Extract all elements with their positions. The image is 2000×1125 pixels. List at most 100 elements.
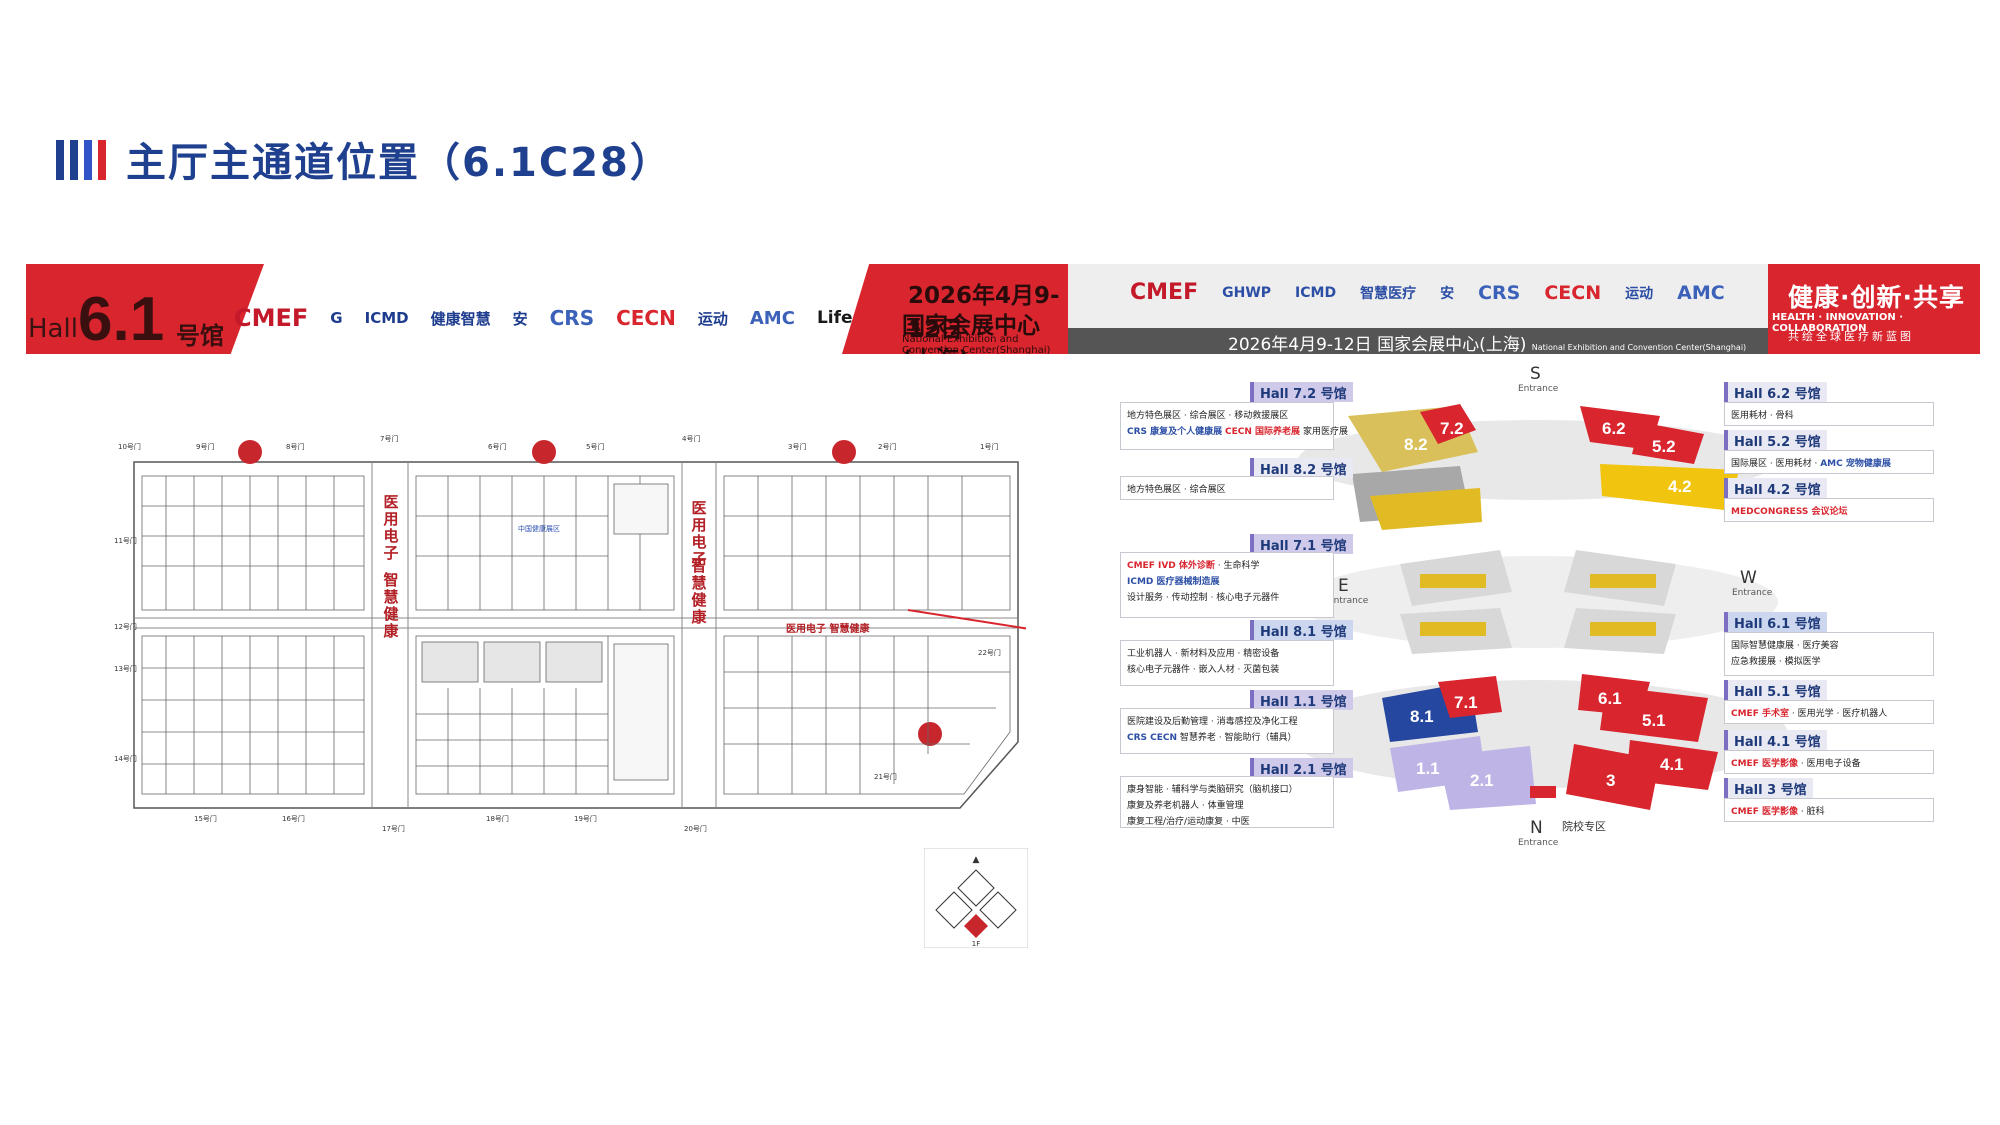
gate-label: 2号门 bbox=[878, 443, 897, 451]
hall-label-7-2: Hall 7.2 号馆 bbox=[1250, 382, 1353, 402]
compass-south: S bbox=[1530, 364, 1541, 384]
hall-box-5-2: 国际展区 · 医用耗材 · AMC 宠物健康展 bbox=[1724, 450, 1934, 474]
gate-label: 19号门 bbox=[574, 815, 597, 823]
smart-health-logo: 健康智慧 bbox=[430, 309, 491, 328]
aisle-label-mid-2: 智慧健康 bbox=[690, 558, 708, 626]
hall-outline bbox=[133, 461, 1019, 809]
hall-label-2-1: Hall 2.1 号馆 bbox=[1250, 758, 1353, 778]
exhibition-logos: CMEF G ICMD 健康智慧 安 CRS CECN 运动 AMC Lifes… bbox=[234, 304, 899, 332]
hall-item: MEDCONGRESS 会议论坛 bbox=[1731, 507, 1848, 517]
compass-entrance: Entrance bbox=[1328, 596, 1369, 606]
compass-entrance: Entrance bbox=[1518, 838, 1559, 848]
gate-label: 15号门 bbox=[194, 815, 217, 823]
venue-map-svg: 8.2 7.2 6.2 5.2 4.2 8.1 7.1 6.1 5.1 1.1 … bbox=[1288, 404, 1788, 810]
hall-box-5-1: CMEF 手术室 · 医用光学 · 医疗机器人 bbox=[1724, 700, 1934, 724]
hall-item: 综合展区 bbox=[1189, 485, 1226, 495]
aisle-label-left-text: 医用电子 bbox=[383, 493, 399, 562]
hall-item: 消毒感控及净化工程 bbox=[1216, 717, 1298, 727]
title-bar bbox=[56, 140, 64, 180]
gate-label: 10号门 bbox=[118, 443, 141, 451]
hall-item: CMEF IVD 体外诊断 bbox=[1127, 561, 1215, 571]
hall-item: CECN 国际养老展 bbox=[1225, 427, 1301, 437]
hall-item: CMEF 手术室 bbox=[1731, 709, 1789, 719]
banner-dark-strip bbox=[1068, 328, 1768, 354]
hall-number-label: 7.2 bbox=[1440, 419, 1464, 438]
hall-number-label: 2.1 bbox=[1470, 771, 1494, 790]
hall-item: 智能助行（辅具） bbox=[1224, 733, 1297, 743]
hall-item: AMC 宠物健康展 bbox=[1820, 459, 1891, 469]
booth-grid-right-top bbox=[723, 475, 1011, 611]
gate-label: 4号门 bbox=[682, 435, 701, 443]
banner-red-block bbox=[26, 264, 264, 354]
compass-north: N bbox=[1530, 818, 1543, 838]
hall-item: 医院建设及后勤管理 bbox=[1127, 717, 1209, 727]
gate-label: 6号门 bbox=[488, 443, 507, 451]
compass-caption: 1F bbox=[972, 940, 980, 948]
hall-item: 地方特色展区 bbox=[1127, 411, 1182, 421]
booth-grid-left-top bbox=[141, 475, 365, 611]
booth-grid-center-top bbox=[415, 475, 675, 611]
gate-label: 7号门 bbox=[380, 435, 399, 443]
hall-item: 嵌入人材 bbox=[1198, 665, 1235, 675]
hall-number-label: 5.1 bbox=[1642, 711, 1666, 730]
hall-item: CRS 康复及个人健康展 bbox=[1127, 427, 1223, 437]
ghwp-logo: GHWP bbox=[1222, 284, 1272, 301]
hall-suffix: 号馆 bbox=[176, 322, 224, 350]
banner-date-line: 2026年4月9-12日 国家会展中心(上海) National Exhibit… bbox=[1228, 330, 1746, 354]
middle-complex bbox=[1298, 550, 1778, 654]
sport-logo: 运动 bbox=[697, 309, 728, 328]
floor-plan-svg bbox=[133, 440, 1639, 809]
cmef-logo: CMEF bbox=[1130, 280, 1199, 305]
entrance-marker bbox=[238, 440, 262, 464]
campus-zone-label: 院校专区 bbox=[1562, 820, 1606, 833]
hall-label-5-1: Hall 5.1 号馆 bbox=[1724, 680, 1827, 700]
compass-west: W bbox=[1740, 568, 1757, 588]
banner-date: 2026年4月9-12日 bbox=[1228, 335, 1372, 354]
svg-text:▲: ▲ bbox=[973, 855, 980, 865]
crs-logo: CRS bbox=[1478, 281, 1521, 304]
hall-item: 移动救援展区 bbox=[1234, 411, 1289, 421]
hall-number-label: 3 bbox=[1606, 771, 1615, 790]
cecn-logo: CECN bbox=[616, 306, 676, 330]
hall-item: 新材料及应用 bbox=[1180, 649, 1235, 659]
exhibition-banner: CMEF GHWP ICMD 智慧医疗 安 CRS CECN 运动 AMC 20… bbox=[1068, 264, 1980, 354]
hall-box-4-2: MEDCONGRESS 会议论坛 bbox=[1724, 498, 1934, 522]
title-bars-icon bbox=[56, 140, 106, 180]
main-aisle-label: 医用电子 智慧健康 bbox=[786, 624, 870, 635]
amc-logo: AMC bbox=[749, 307, 795, 329]
hall-label-5-2: Hall 5.2 号馆 bbox=[1724, 430, 1827, 450]
hall-label-6-1: Hall 6.1 号馆 bbox=[1724, 612, 1827, 632]
hall-number-label: 4.1 bbox=[1660, 755, 1684, 774]
amc-logo: AMC bbox=[1677, 281, 1725, 304]
gate-label: 21号门 bbox=[874, 773, 897, 781]
rescue-logo: 安 bbox=[1440, 285, 1455, 302]
gate-label: 13号门 bbox=[114, 665, 137, 673]
slogan-cn: 共绘全球医疗新蓝图 bbox=[1788, 330, 1914, 343]
title-text: 主厅主通道位置 bbox=[126, 140, 420, 186]
hall-box-8-2: 地方特色展区 · 综合展区 bbox=[1120, 476, 1334, 500]
hall-item: CMEF 医学影像 bbox=[1731, 807, 1798, 817]
compass-east: E bbox=[1338, 576, 1349, 596]
gate-label: 14号门 bbox=[114, 755, 137, 763]
slogan-block bbox=[1768, 264, 1980, 354]
hall-item: 脏科 bbox=[1806, 807, 1825, 817]
slogan-en: HEALTH · INNOVATION · COLLABORATION bbox=[1772, 312, 1904, 334]
hall-numbers: 8.2 7.2 6.2 5.2 4.2 8.1 7.1 6.1 5.1 1.1 … bbox=[1404, 419, 1692, 790]
hall-item: 国际展区 bbox=[1731, 459, 1768, 469]
gate-label: 1号门 bbox=[980, 443, 999, 451]
aisle-label-mid-2-text: 智慧健康 bbox=[691, 557, 707, 626]
banner-date: 2026年4月9-12日 bbox=[908, 283, 1060, 343]
hall-number-label: 1.1 bbox=[1416, 759, 1440, 778]
hall-item: 医用耗材 bbox=[1775, 459, 1812, 469]
aisle-label-mid: 医用电子 bbox=[690, 500, 708, 568]
aisle-label-left-2: 智慧健康 bbox=[382, 572, 400, 640]
hall-label-6-2: Hall 6.2 号馆 bbox=[1724, 382, 1827, 402]
gate-label: 9号门 bbox=[196, 443, 215, 451]
hall-box-1-1: 医院建设及后勤管理 · 消毒感控及净化工程 CRS CECN 智慧养老 · 智能… bbox=[1120, 708, 1334, 754]
hall-label-8-2: Hall 8.2 号馆 bbox=[1250, 458, 1353, 478]
hall-label-7-1: Hall 7.1 号馆 bbox=[1250, 534, 1353, 554]
crs-logo: CRS bbox=[549, 306, 595, 330]
hall-number-label: 6.1 bbox=[1598, 689, 1622, 708]
hall-item: 地方特色展区 bbox=[1127, 485, 1182, 495]
hall-item: 智慧养老 bbox=[1179, 733, 1216, 743]
